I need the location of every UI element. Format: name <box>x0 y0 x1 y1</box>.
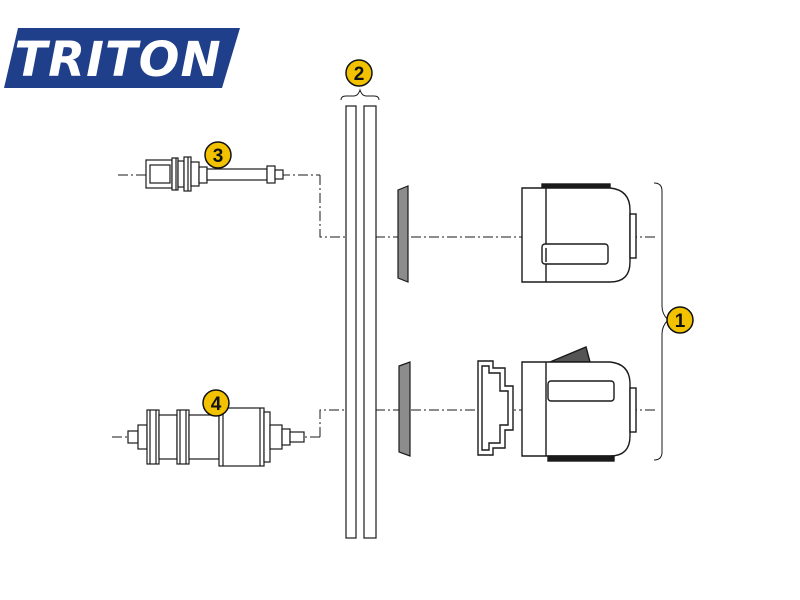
shower-unit-bracket <box>653 182 669 461</box>
knob-adaptor <box>477 360 514 456</box>
callout-2-label: 2 <box>354 64 365 85</box>
gaskets <box>397 185 411 457</box>
triton-logo: TRITON <box>4 28 240 88</box>
callout-4: 4 <box>202 389 230 417</box>
wall-panels <box>340 88 380 539</box>
large-valve-cartridge <box>127 407 305 467</box>
logo-badge <box>4 28 240 88</box>
control-knob-lower <box>521 346 637 462</box>
callout-3: 3 <box>204 141 232 169</box>
gasket-upper <box>397 185 409 283</box>
callout-1-label: 1 <box>675 311 686 332</box>
shower-unit <box>477 183 637 462</box>
wall-panel-back <box>363 105 377 539</box>
callout-2: 2 <box>345 59 373 87</box>
callout-4-label: 4 <box>211 394 222 415</box>
logo-text: TRITON <box>14 32 221 88</box>
gasket-lower <box>398 361 411 457</box>
wall-panel-front <box>345 105 357 539</box>
control-knob-upper <box>521 183 637 283</box>
small-valve-cartridge <box>145 156 284 192</box>
panel-bracket <box>340 88 380 101</box>
callout-3-label: 3 <box>213 146 224 167</box>
callout-1: 1 <box>666 306 694 334</box>
